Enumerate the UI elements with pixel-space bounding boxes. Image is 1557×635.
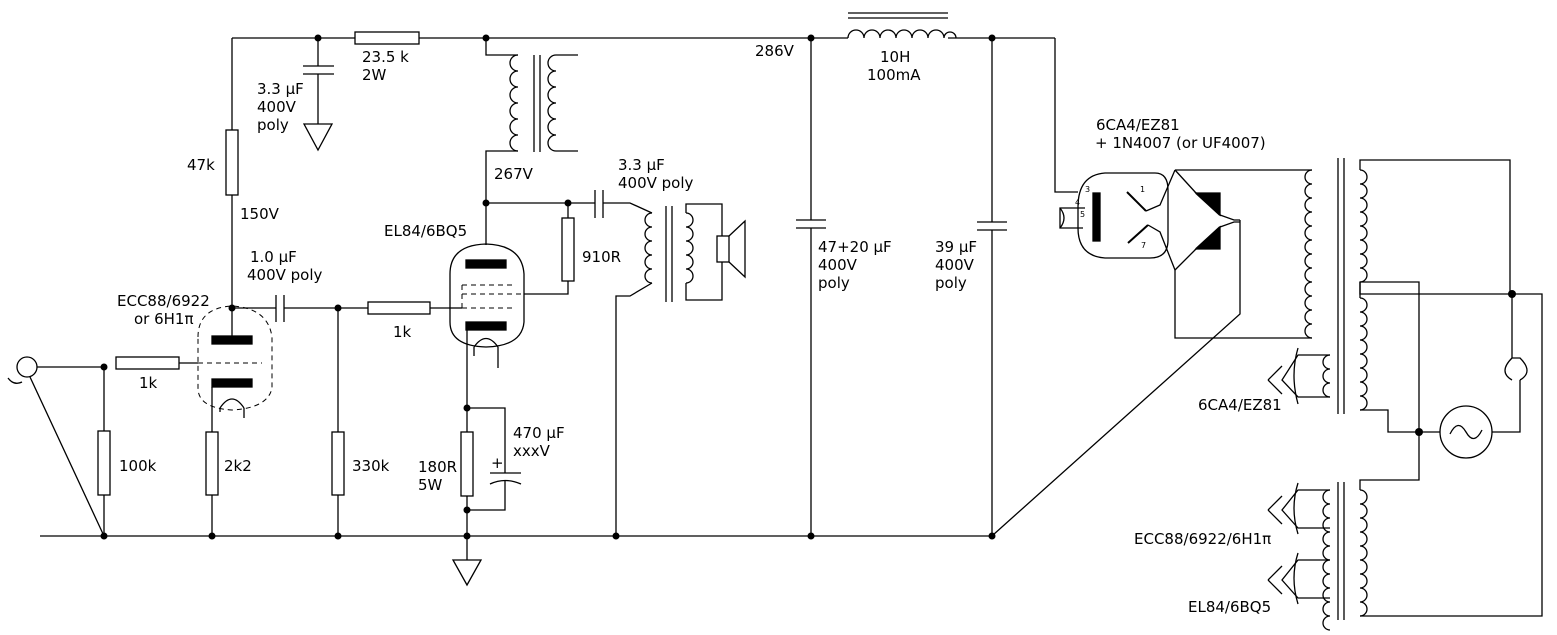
filter-capacitor-2: 39 µF 400V poly xyxy=(935,38,1007,536)
supply-rail: 286V xyxy=(232,34,1055,60)
filter-cap-2-value: 39 µF xyxy=(935,238,977,256)
filter-capacitor-1: 47+20 µF 400V poly xyxy=(796,38,892,536)
preamp-tube: ECC88/6922 or 6H1π xyxy=(117,292,273,432)
input-stopper-label: 1k xyxy=(139,374,158,392)
pin-7: 7 xyxy=(1141,241,1146,250)
heater-preamp-label: ECC88/6922/6H1π xyxy=(1134,530,1271,548)
output-cap-value: 3.3 µF xyxy=(618,156,665,174)
ground-icon xyxy=(451,536,483,587)
coupling-capacitor: 1.0 µF 400V poly xyxy=(247,248,368,322)
decoupling-capacitor: 3.3 µF 400V poly xyxy=(257,38,334,152)
pin-5: 5 xyxy=(1080,210,1085,219)
filter-cap-1-voltage: 400V xyxy=(818,256,858,274)
output-tube: EL84/6BQ5 xyxy=(384,199,568,432)
input-jack xyxy=(7,356,108,537)
dropper-value: 23.5 k xyxy=(362,48,409,66)
filter-cap-2-type: poly xyxy=(935,274,967,292)
heater-output-label: EL84/6BQ5 xyxy=(1188,598,1271,616)
output-cap-rating: 400V poly xyxy=(618,174,694,192)
speaker-icon xyxy=(716,219,746,279)
cathode-bypass-capacitor: + 470 µF xxxV xyxy=(467,407,565,511)
preamp-cathode-resistor: 2k2 xyxy=(205,431,252,536)
bypass-cap-value: 470 µF xyxy=(513,424,565,442)
filter-cap-1-value: 47+20 µF xyxy=(818,238,892,256)
rectifier-tube: 3 4 5 1 7 6CA4/EZ81 + 1N4007 (or UF4007) xyxy=(1054,38,1266,271)
voltage-150: 150V xyxy=(240,205,280,223)
output-grid-label: 330k xyxy=(352,457,390,475)
choke: 10H 100mA xyxy=(847,12,957,84)
feedback-label: 910R xyxy=(582,248,621,266)
plate-load-resistor: 47k xyxy=(187,38,239,196)
output-transformer: 267V xyxy=(485,38,578,203)
coupling-cap-value: 1.0 µF xyxy=(250,248,297,266)
preamp-tube-name: ECC88/6922 xyxy=(117,292,210,310)
preamp-tube-alt: or 6H1π xyxy=(134,310,194,328)
diode-bridge xyxy=(992,169,1312,536)
choke-current: 100mA xyxy=(867,66,921,84)
pin-3: 3 xyxy=(1085,185,1090,194)
plate-load-label: 47k xyxy=(187,156,215,174)
coupling-cap-rating: 400V poly xyxy=(247,266,323,284)
output-cathode-resistor: 180R 5W xyxy=(418,431,474,536)
output-coupling-capacitor: 3.3 µF 400V poly xyxy=(594,156,694,218)
rectifier-name: 6CA4/EZ81 xyxy=(1096,116,1180,134)
power-transformer: 6CA4/EZ81 ECC88/6922/6H1π EL84/6BQ5 xyxy=(1134,158,1543,631)
preamp-cathode-label: 2k2 xyxy=(224,457,252,475)
grid-leak-resistor: 100k xyxy=(97,367,157,536)
ground-bus xyxy=(40,532,996,540)
input-stopper-resistor: 1k xyxy=(115,356,198,392)
voltage-286: 286V xyxy=(755,42,795,60)
output-grid-resistor: 330k xyxy=(331,308,390,536)
grid-stopper-resistor: 1k xyxy=(367,301,450,341)
decoupling-cap-type: poly xyxy=(257,116,289,134)
output-cathode-value: 180R xyxy=(418,458,457,476)
feedback-resistor: 910R xyxy=(486,199,621,295)
grid-leak-resistor-label: 100k xyxy=(119,457,157,475)
preamp-plate-node: 150V xyxy=(228,195,280,312)
output-tube-name: EL84/6BQ5 xyxy=(384,222,467,240)
filter-cap-2-voltage: 400V xyxy=(935,256,975,274)
pin-1: 1 xyxy=(1140,185,1145,194)
decoupling-cap-value: 3.3 µF xyxy=(257,80,304,98)
dropper-wattage: 2W xyxy=(362,66,387,84)
grid-stopper-label: 1k xyxy=(393,323,412,341)
bypass-cap-voltage: xxxV xyxy=(513,442,551,460)
decoupling-cap-voltage: 400V xyxy=(257,98,297,116)
heater-rectifier-label: 6CA4/EZ81 xyxy=(1198,396,1282,414)
bypass-plus: + xyxy=(491,454,504,472)
rectifier-diodes: + 1N4007 (or UF4007) xyxy=(1095,134,1266,152)
filter-cap-1-type: poly xyxy=(818,274,850,292)
output-cathode-wattage: 5W xyxy=(418,476,443,494)
choke-inductance: 10H xyxy=(880,48,910,66)
pin-4: 4 xyxy=(1075,198,1080,207)
voltage-267: 267V xyxy=(494,165,534,183)
dropper-resistor: 23.5 k 2W xyxy=(354,31,420,84)
speaker-transformer xyxy=(615,203,723,536)
mains-source-icon xyxy=(1419,294,1528,459)
